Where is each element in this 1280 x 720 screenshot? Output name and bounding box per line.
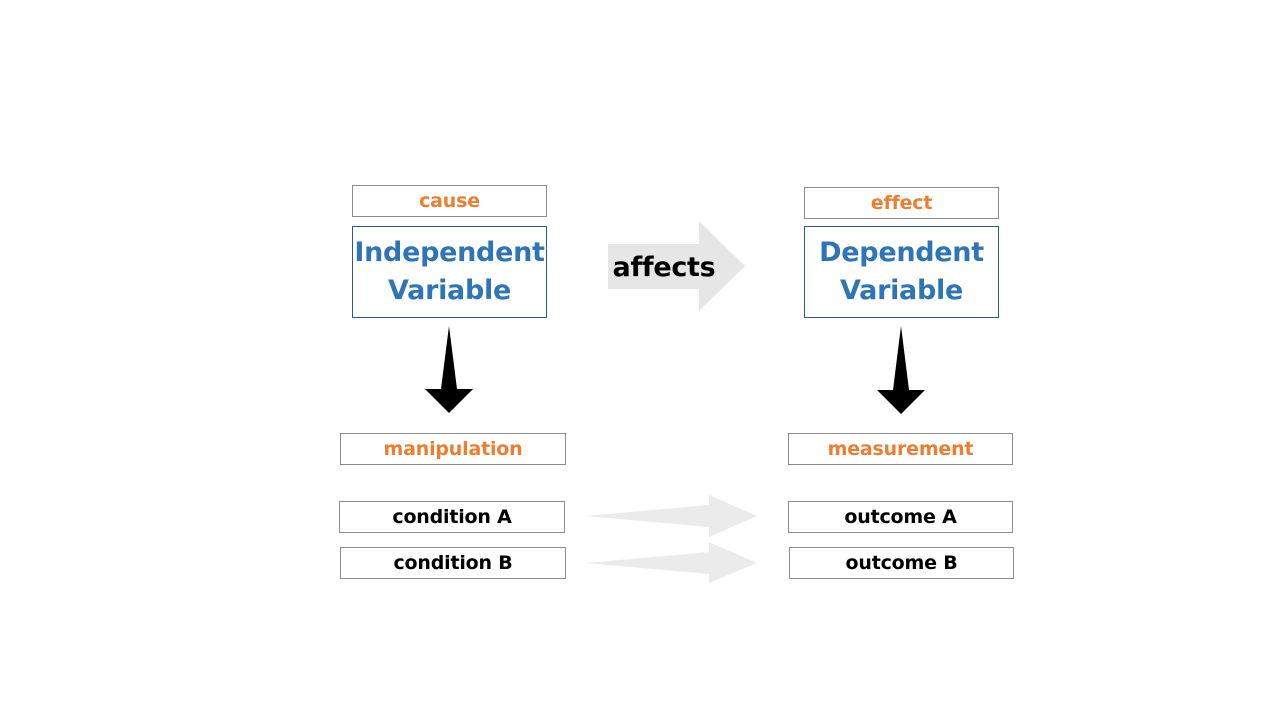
condition-b-label: condition B <box>393 552 513 574</box>
cause-box: cause <box>352 185 547 217</box>
effect-label: effect <box>870 192 933 214</box>
condition-b-box: condition B <box>340 547 566 579</box>
independent-variable-line2: Variable <box>388 275 511 306</box>
affects-label: affects <box>612 251 716 283</box>
dependent-down-arrow <box>877 326 925 414</box>
effect-box: effect <box>804 187 999 219</box>
dependent-variable-box: Dependent Variable <box>804 226 999 318</box>
measurement-label: measurement <box>827 438 974 460</box>
outcome-a-box: outcome A <box>788 501 1013 533</box>
dependent-variable-line1: Dependent <box>819 237 984 268</box>
mapping-arrow-a <box>586 495 757 537</box>
manipulation-label: manipulation <box>383 438 523 460</box>
mapping-arrow-b <box>586 542 757 583</box>
independent-variable-line1: Independent <box>354 237 545 268</box>
outcome-b-box: outcome B <box>789 547 1014 579</box>
dependent-variable-line2: Variable <box>840 275 963 306</box>
cause-label: cause <box>419 190 480 212</box>
affects-arrow <box>608 221 745 311</box>
condition-a-box: condition A <box>339 501 565 533</box>
independent-down-arrow <box>425 326 473 413</box>
outcome-b-label: outcome B <box>845 552 958 574</box>
condition-a-label: condition A <box>392 506 512 528</box>
outcome-a-label: outcome A <box>844 506 957 528</box>
manipulation-box: manipulation <box>340 433 566 465</box>
independent-variable-box: Independent Variable <box>352 226 547 318</box>
measurement-box: measurement <box>788 433 1013 465</box>
